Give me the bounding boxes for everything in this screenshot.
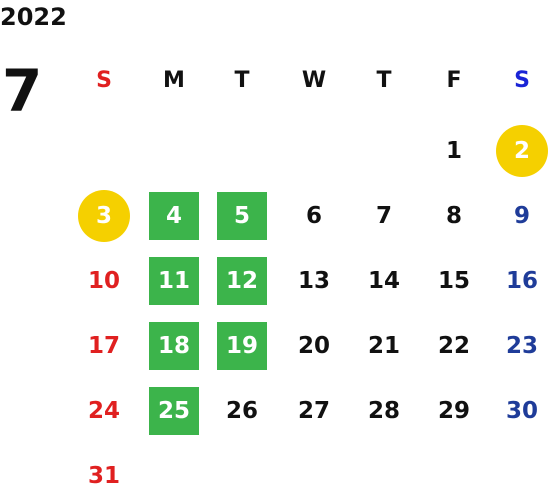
day-number: 14 (367, 267, 400, 294)
day-number: 26 (225, 397, 258, 424)
day-cell-23[interactable]: 23 (487, 323, 548, 369)
highlight-square (149, 257, 199, 305)
day-cell-22[interactable]: 22 (419, 323, 489, 369)
weekday-header-mon: M (139, 58, 209, 104)
day-cell-1[interactable]: 1 (419, 128, 489, 174)
month-label: 7 (2, 57, 43, 125)
day-number: 18 (157, 332, 190, 359)
highlight-square (149, 322, 199, 370)
day-cell-2[interactable]: 2 (487, 125, 548, 177)
day-number: 25 (157, 397, 190, 424)
highlight-square (217, 257, 267, 305)
weekday-label: F (446, 68, 462, 93)
day-cell-26[interactable]: 26 (207, 388, 277, 434)
day-cell-11[interactable]: 11 (139, 257, 209, 305)
day-cell-27[interactable]: 27 (279, 388, 349, 434)
day-number: 21 (367, 332, 400, 359)
day-cell-7[interactable]: 7 (349, 193, 419, 239)
highlight-square (217, 192, 267, 240)
day-number: 13 (297, 267, 330, 294)
highlight-square (217, 322, 267, 370)
day-number: 4 (165, 202, 182, 229)
day-cell-12[interactable]: 12 (207, 257, 277, 305)
weekday-header-tue: T (207, 58, 277, 104)
day-cell-21[interactable]: 21 (349, 323, 419, 369)
weekday-header-fri: F (419, 58, 489, 104)
day-cell-28[interactable]: 28 (349, 388, 419, 434)
day-number: 9 (513, 202, 530, 229)
day-cell-17[interactable]: 17 (69, 323, 139, 369)
day-number: 27 (297, 397, 330, 424)
day-cell-18[interactable]: 18 (139, 322, 209, 370)
highlight-square (149, 387, 199, 435)
weekday-header-thu: T (349, 58, 419, 104)
weekday-label: T (234, 68, 250, 93)
day-number: 22 (437, 332, 470, 359)
day-number: 3 (95, 202, 112, 229)
day-cell-31[interactable]: 31 (69, 453, 139, 499)
weekday-label: M (163, 68, 185, 93)
weekday-header-wed: W (279, 58, 349, 104)
day-number: 19 (225, 332, 258, 359)
day-number: 30 (505, 397, 538, 424)
day-cell-14[interactable]: 14 (349, 258, 419, 304)
day-number: 8 (445, 202, 462, 229)
day-cell-24[interactable]: 24 (69, 388, 139, 434)
day-number: 2 (513, 137, 530, 164)
day-cell-6[interactable]: 6 (279, 193, 349, 239)
day-cell-10[interactable]: 10 (69, 258, 139, 304)
highlight-circle (78, 190, 130, 242)
day-cell-15[interactable]: 15 (419, 258, 489, 304)
weekday-header-sun: S (69, 58, 139, 104)
day-cell-19[interactable]: 19 (207, 322, 277, 370)
day-number: 31 (87, 462, 120, 489)
day-number: 15 (437, 267, 470, 294)
day-cell-16[interactable]: 16 (487, 258, 548, 304)
day-number: 6 (305, 202, 322, 229)
day-number: 16 (505, 267, 538, 294)
day-number: 20 (297, 332, 330, 359)
day-number: 11 (157, 267, 190, 294)
weekday-label: T (376, 68, 392, 93)
day-cell-13[interactable]: 13 (279, 258, 349, 304)
day-cell-9[interactable]: 9 (487, 193, 548, 239)
day-cell-8[interactable]: 8 (419, 193, 489, 239)
highlight-circle (496, 125, 548, 177)
highlight-square (149, 192, 199, 240)
day-number: 28 (367, 397, 400, 424)
day-cell-29[interactable]: 29 (419, 388, 489, 434)
day-number: 5 (233, 202, 250, 229)
weekday-label: W (301, 68, 327, 93)
day-number: 29 (437, 397, 470, 424)
weekday-label: S (96, 68, 112, 93)
day-number: 10 (87, 267, 120, 294)
day-cell-20[interactable]: 20 (279, 323, 349, 369)
day-cell-5[interactable]: 5 (207, 192, 277, 240)
day-number: 24 (87, 397, 120, 424)
day-number: 12 (225, 267, 258, 294)
weekday-header-sat: S (487, 58, 548, 104)
day-cell-3[interactable]: 3 (69, 190, 139, 242)
day-number: 23 (505, 332, 538, 359)
day-number: 7 (375, 202, 392, 229)
day-number: 1 (445, 137, 462, 164)
year-label: 2022 (0, 3, 67, 31)
day-cell-25[interactable]: 25 (139, 387, 209, 435)
weekday-label: S (514, 68, 530, 93)
day-cell-4[interactable]: 4 (139, 192, 209, 240)
day-cell-30[interactable]: 30 (487, 388, 548, 434)
day-number: 17 (87, 332, 120, 359)
